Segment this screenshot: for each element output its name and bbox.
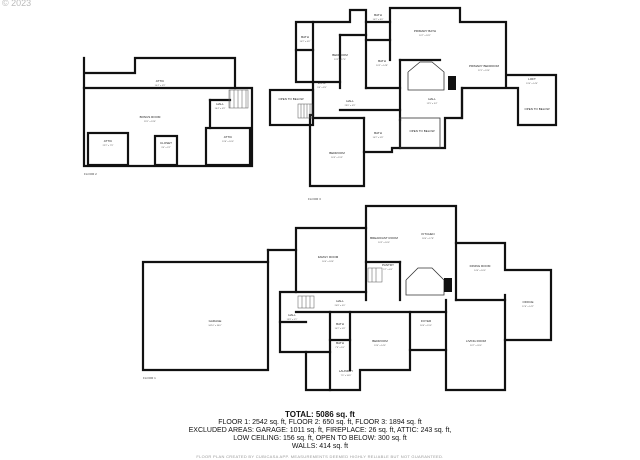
room-dims: 13'0" x 14'0"	[374, 345, 386, 347]
floor-upper-left-walls	[82, 56, 254, 168]
room-label: GARAGE	[209, 319, 222, 323]
room-label: ATTIC	[224, 135, 233, 139]
walls-area: WALLS: 414 sq. ft	[291, 443, 349, 450]
room-label: BATH	[374, 13, 382, 17]
room-label: BREAKFAST ROOM	[370, 236, 398, 240]
room-label: PANTRY	[382, 263, 394, 267]
room-label: OPEN TO BELOW	[278, 97, 303, 101]
room-label: LAUNDRY	[339, 369, 353, 373]
room-labels: ATTIC 10'4" x 4'9" BONUS ROOM 29'1" x 19…	[103, 13, 550, 377]
floor-label-upper-left: FLOOR 2	[84, 172, 97, 176]
room-dims: 29'1" x 19'6"	[144, 121, 156, 123]
room-dims: 16'4" x 15'0"	[420, 325, 432, 327]
room-label: CLOSET	[160, 141, 172, 145]
room-dims: 5'0" x 8'5"	[317, 87, 327, 89]
room-dims: 16'4" x 18'6"	[322, 261, 334, 263]
room-label: OPEN TO BELOW	[524, 107, 549, 111]
room-label: ATTIC	[156, 79, 165, 83]
room-label: BATH	[378, 59, 386, 63]
room-label: BEDROOM	[372, 339, 388, 343]
room-label: BATH	[374, 131, 382, 135]
room-label: W.I.C.	[318, 81, 326, 85]
room-label: HALL	[216, 102, 224, 106]
room-dims: 3'0" x 3'2"	[161, 147, 171, 149]
room-label: BONUS ROOM	[140, 115, 161, 119]
room-label: LOFT	[528, 77, 536, 81]
room-dims: 10'2" x 5'8"	[335, 328, 346, 330]
room-dims: 13'0" x 14'4"	[526, 83, 538, 85]
room-label: BEDROOM	[329, 151, 345, 155]
disclaimer-footer: FLOOR PLAN CREATED BY CUBICASA APP. MEAS…	[196, 454, 444, 459]
room-dims: 34'10" x 36'0"	[208, 325, 221, 327]
floor-areas: FLOOR 1: 2542 sq. ft, FLOOR 2: 650 sq. f…	[218, 419, 422, 426]
room-dims: 10'4" x 4'9"	[155, 85, 166, 87]
room-dims: 12'6" x 14'2"	[522, 306, 534, 308]
room-dims: 16'5" x 15'5"	[331, 157, 343, 159]
room-label: BATH	[336, 322, 344, 326]
room-dims: 10'7" x 18'1"	[419, 35, 431, 37]
room-dims: 7'0" x 10'6"	[341, 375, 352, 377]
room-label: HALL	[428, 97, 436, 101]
excluded-areas-cont: LOW CEILING: 156 sq. ft, OPEN TO BELOW: …	[233, 435, 407, 442]
floor-label-bottom: FLOOR 1	[143, 376, 156, 380]
room-label: PRIMARY BATH	[414, 29, 436, 33]
room-dims: 29'6" x 4'9"	[345, 105, 356, 107]
room-label: DINING ROOM	[470, 264, 491, 268]
room-label: BEDROOM	[332, 53, 348, 57]
room-label: FOYER	[421, 319, 432, 323]
room-dims: 24'8" x 4'0"	[335, 305, 346, 307]
room-label: HALL	[346, 99, 354, 103]
room-dims: 10'2" x 8'0"	[373, 19, 384, 21]
room-label: BATH	[301, 35, 309, 39]
room-label: OFFICE	[523, 300, 534, 304]
room-dims: 10'2" x 5'8"	[373, 137, 384, 139]
room-dims: 22'2" x 7'9"	[103, 145, 114, 147]
room-dims: 16'4" x 4'9"	[215, 108, 226, 110]
excluded-areas: EXCLUDED AREAS: GARAGE: 1011 sq. ft, FIR…	[188, 427, 452, 434]
watermark: © 2023	[2, 0, 32, 8]
floor-upper-right-walls	[268, 6, 558, 188]
floor-label-upper-right: FLOOR 3	[308, 197, 321, 201]
room-label: FAMILY ROOM	[318, 255, 339, 259]
floor-plan-drawing: FLOOR 2 FLOOR 3 FLOOR 1 ATTIC 10'4" x 4'…	[82, 6, 558, 392]
total-area: TOTAL: 5086 sq. ft	[285, 410, 355, 419]
room-label: KITCHEN	[421, 232, 434, 236]
room-label: HALL	[288, 313, 296, 317]
room-dims: 22'1" x 19'6"	[478, 70, 490, 72]
room-label: PRIMARY BEDROOM	[469, 64, 499, 68]
room-dims: 20'7" x 20'0"	[470, 345, 482, 347]
room-dims: 10'2" x 14'8"	[376, 65, 388, 67]
floor-one-walls	[141, 204, 553, 392]
room-dims: 13'6" x 16'0"	[222, 141, 234, 143]
room-dims: 13'2" x 17'0"	[334, 59, 346, 61]
room-dims: 14'0" x 16'0"	[474, 270, 486, 272]
room-dims: 10'2" x 16'0"	[378, 242, 390, 244]
room-dims: 12'5" x 3'4"	[427, 103, 438, 105]
room-dims: 18'0" x 17'8"	[422, 238, 434, 240]
room-label: ATTIC	[104, 139, 113, 143]
room-label: OPEN TO BELOW	[409, 129, 434, 133]
room-dims: 10'2" x 6'6"	[300, 41, 311, 43]
room-dims: 13'8" x 5'1"	[287, 319, 298, 321]
room-dims: 5'7" x 4'0"	[383, 269, 393, 271]
room-label: BATH	[336, 341, 344, 345]
room-label: HALL	[336, 299, 344, 303]
room-dims: 7'6" x 5'0"	[335, 347, 345, 349]
room-label: LIVING ROOM	[466, 339, 487, 343]
area-summary: TOTAL: 5086 sq. ft FLOOR 1: 2542 sq. ft,…	[0, 410, 640, 451]
